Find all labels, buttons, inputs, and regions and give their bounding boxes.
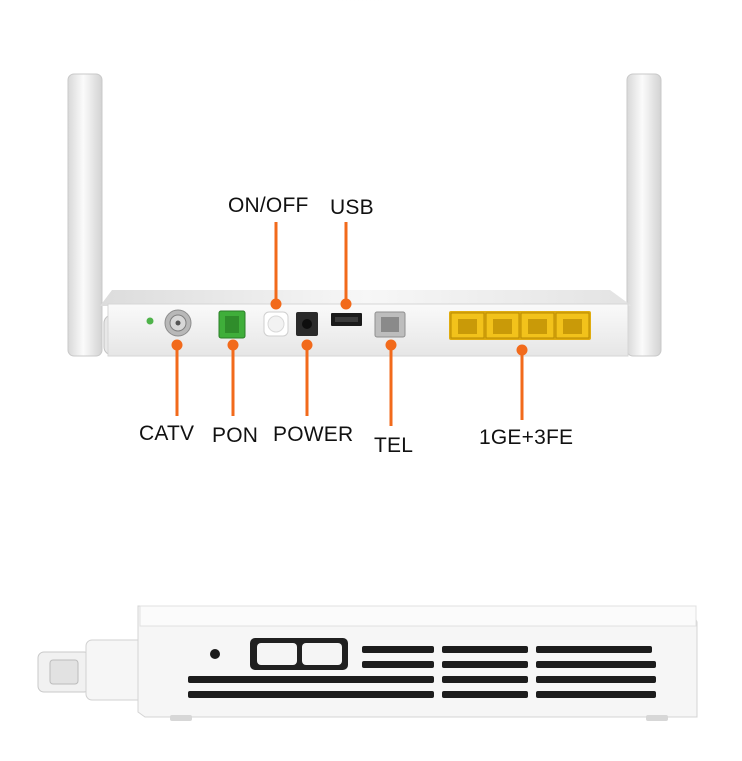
- pon-label: PON: [212, 424, 259, 447]
- wlan-button: [257, 643, 297, 665]
- side-vents: [188, 646, 656, 698]
- vent-slot: [362, 646, 434, 653]
- tel-callout-dot: [385, 339, 397, 351]
- tel-label: TEL: [374, 434, 414, 457]
- catv-callout-dot: [171, 339, 183, 351]
- reset-hole: [210, 649, 220, 659]
- vent-slot: [536, 661, 656, 668]
- power-jack: [296, 312, 318, 336]
- ethernet-callout-dot: [516, 344, 528, 356]
- router-side-view: [37, 605, 698, 721]
- wps-button: [302, 643, 342, 665]
- pon-callout-dot: [227, 339, 239, 351]
- vent-slot: [442, 676, 528, 683]
- lan-ports: [449, 311, 591, 340]
- power-callout-dot: [301, 339, 313, 351]
- power-label: POWER: [273, 423, 354, 446]
- vent-slot: [188, 676, 434, 683]
- usb-port: [331, 313, 362, 326]
- vent-slot: [536, 676, 656, 683]
- router-top-surface: [100, 290, 632, 306]
- lan-port-socket: [493, 319, 512, 334]
- callout-lines: [171, 222, 528, 426]
- tel-port: [374, 311, 406, 338]
- lan-port-socket: [563, 319, 582, 334]
- usb-label: USB: [330, 196, 374, 219]
- on-off-label: ON/OFF: [228, 194, 309, 217]
- pon-port: [218, 310, 246, 339]
- catv-label: CATV: [139, 422, 195, 445]
- catv-port: [164, 309, 192, 337]
- right-foot: [646, 715, 668, 721]
- lan-port-socket: [458, 319, 477, 334]
- vent-slot: [442, 661, 528, 668]
- vent-slot: [188, 691, 434, 698]
- power-switch: [263, 311, 289, 337]
- vent-slot: [442, 691, 528, 698]
- top-edge-shadow: [100, 0, 620, 4]
- vent-slot: [442, 646, 528, 653]
- lan-port-socket: [528, 319, 547, 334]
- on-off-callout-dot: [270, 298, 282, 310]
- ethernet-label: 1GE+3FE: [479, 426, 574, 449]
- left-foot: [170, 715, 192, 721]
- usb-callout-dot: [340, 298, 352, 310]
- vent-slot: [536, 646, 652, 653]
- vent-slot: [362, 661, 434, 668]
- antenna-mount: [85, 639, 147, 701]
- vent-slot: [536, 691, 656, 698]
- status-led: [146, 317, 154, 325]
